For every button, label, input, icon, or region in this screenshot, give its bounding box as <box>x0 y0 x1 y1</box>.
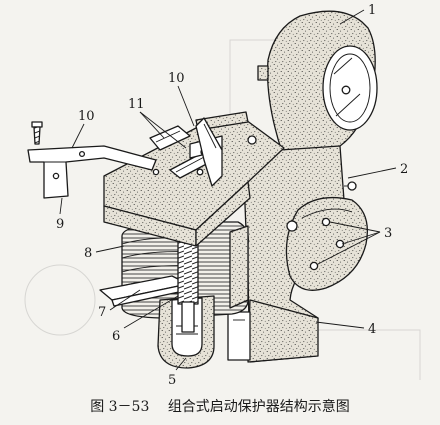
callout-10-left: 10 <box>78 109 95 124</box>
callout-7: 7 <box>98 305 106 320</box>
part-10-terminal-tab-right <box>195 117 223 187</box>
part-4-lower-base <box>227 299 319 363</box>
top-cover-block <box>103 111 285 247</box>
figure-caption: 图 3－53 组合式启动保护器结构示意图 <box>0 396 440 416</box>
part-9-terminal-bracket <box>27 145 157 199</box>
callout-10-right: 10 <box>168 71 185 86</box>
callout-9: 9 <box>56 217 64 232</box>
callout-labels: 1 2 3 4 5 6 7 8 9 10 10 11 <box>56 3 408 388</box>
caption-text: 组合式启动保护器结构示意图 <box>167 399 350 415</box>
callout-1: 1 <box>368 3 376 18</box>
leader-lines <box>59 9 397 371</box>
diagram-illustration: 1 2 3 4 5 6 7 8 9 10 10 11 <box>24 3 421 388</box>
part-1-round-housing <box>257 10 378 153</box>
screw-icon <box>31 121 43 145</box>
part-3-mounting-bracket <box>285 196 369 291</box>
callout-3: 3 <box>384 226 392 241</box>
caption-number: 图 3－53 <box>90 399 150 415</box>
callout-8: 8 <box>84 246 92 261</box>
callout-5: 5 <box>168 373 176 388</box>
callout-6: 6 <box>112 329 120 344</box>
callout-11: 11 <box>128 97 145 112</box>
callout-4: 4 <box>368 322 376 337</box>
callout-2: 2 <box>400 162 408 177</box>
